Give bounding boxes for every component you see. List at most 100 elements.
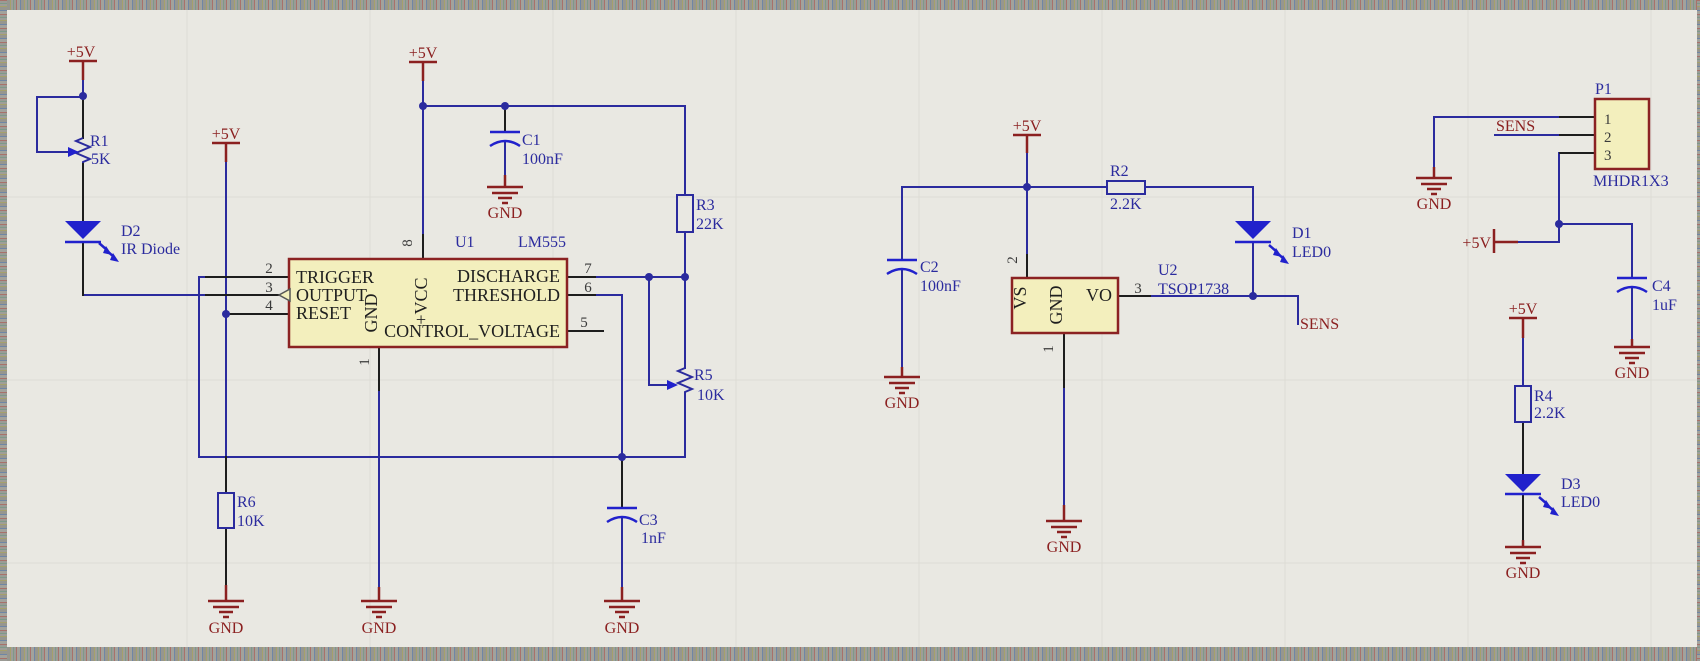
- d3-value: LED0: [1561, 494, 1600, 511]
- r6-resistor[interactable]: R6 10K: [217, 492, 265, 530]
- d3-designator: D3: [1561, 476, 1581, 493]
- power-port-5v[interactable]: +5V: [1509, 301, 1538, 338]
- d1-designator: D1: [1292, 225, 1312, 242]
- gnd-symbol[interactable]: GND: [208, 585, 244, 637]
- r1-designator: R1: [90, 133, 109, 150]
- ground-icon: [1614, 339, 1650, 365]
- u1-pin-name-vcc: +VCC: [411, 277, 431, 324]
- wire[interactable]: [901, 186, 1254, 222]
- d2-designator: D2: [121, 223, 141, 240]
- u1-pin-number: 2: [265, 261, 273, 277]
- u2-pin-number: 3: [1134, 281, 1142, 297]
- d1-led[interactable]: D1 LED0: [1235, 221, 1331, 264]
- power-label: +5V: [1462, 235, 1491, 252]
- ground-icon: [1416, 167, 1452, 196]
- c3-capacitor[interactable]: C3 1nF: [606, 506, 666, 547]
- c4-designator: C4: [1652, 278, 1671, 295]
- power-bar-icon: [1492, 229, 1518, 253]
- u1-pin-number: 8: [400, 239, 416, 247]
- wire[interactable]: [1149, 243, 1299, 325]
- r5-potentiometer[interactable]: R5 10K: [667, 367, 725, 404]
- u1-lm555[interactable]: TRIGGER OUTPUT RESET GND +VCC DISCHARGE …: [265, 234, 592, 366]
- d3-arrowhead: [1550, 507, 1559, 516]
- d1-arrowhead: [1273, 248, 1282, 257]
- d3-led[interactable]: D3 LED0: [1505, 474, 1600, 516]
- r3-resistor[interactable]: R3 22K: [676, 194, 724, 233]
- gnd-label: GND: [1417, 196, 1452, 213]
- c1-plates-icon: [489, 130, 521, 148]
- power-bar-icon: [69, 59, 97, 80]
- power-port-5v[interactable]: +5V: [212, 126, 241, 162]
- net-label-sens[interactable]: SENS: [1496, 118, 1535, 135]
- d1-diode-icon: [1235, 221, 1271, 239]
- gnd-symbol[interactable]: GND: [604, 587, 640, 637]
- p1-designator: P1: [1595, 81, 1612, 98]
- gnd-symbol[interactable]: GND: [361, 587, 397, 637]
- r1-potentiometer[interactable]: R1 5K: [68, 133, 111, 168]
- c4-capacitor[interactable]: C4 1uF: [1616, 276, 1677, 314]
- u1-part: LM555: [518, 234, 566, 251]
- gnd-symbol[interactable]: GND: [884, 367, 920, 412]
- c2-value: 100nF: [920, 278, 961, 295]
- r5-zigzag-icon: [675, 367, 695, 398]
- r5-wiper-arrow-icon: [667, 380, 678, 390]
- net-label-sens[interactable]: SENS: [1300, 316, 1339, 333]
- u2-tsop1738[interactable]: VS GND VO 2 1 3 U2 TSOP1738: [1005, 256, 1229, 353]
- d2-ir-diode[interactable]: D2 IR Diode: [65, 221, 180, 262]
- c1-capacitor[interactable]: C1 100nF: [489, 130, 563, 168]
- gnd-symbol[interactable]: GND: [1505, 540, 1541, 582]
- gnd-symbol[interactable]: GND: [1416, 167, 1452, 213]
- gnd-symbol[interactable]: GND: [1614, 339, 1650, 382]
- gnd-label: GND: [209, 620, 244, 637]
- r6-value: 10K: [237, 513, 265, 530]
- r2-body: [1106, 180, 1146, 195]
- ground-icon: [1046, 505, 1082, 539]
- u1-output-pin-decoration: [277, 287, 291, 303]
- c2-capacitor[interactable]: C2 100nF: [886, 258, 961, 295]
- wire[interactable]: [1433, 116, 1561, 168]
- d2-diode-icon: [65, 221, 101, 239]
- wire[interactable]: [198, 276, 207, 458]
- p1-pin-number: 2: [1604, 130, 1612, 146]
- r5-value: 10K: [697, 387, 725, 404]
- d3-diode-icon: [1505, 474, 1541, 492]
- ground-icon: [1505, 540, 1541, 565]
- r2-value: 2.2K: [1110, 196, 1142, 213]
- r6-designator: R6: [237, 494, 256, 511]
- c2-plates-icon: [886, 258, 918, 276]
- gnd-label: GND: [885, 395, 920, 412]
- power-port-5v[interactable]: +5V: [409, 45, 438, 81]
- power-label: +5V: [212, 126, 241, 143]
- power-port-5v[interactable]: +5V: [67, 44, 97, 80]
- u2-body: [1010, 276, 1120, 335]
- wires: [36, 78, 1633, 588]
- r3-designator: R3: [696, 197, 715, 214]
- gnd-symbol[interactable]: GND: [487, 175, 523, 222]
- r5-designator: R5: [694, 367, 713, 384]
- net-label-text: SENS: [1496, 118, 1535, 135]
- wire[interactable]: [648, 276, 667, 386]
- u1-pin-name-reset: RESET: [296, 303, 351, 323]
- u2-pin-number: 2: [1005, 256, 1021, 264]
- component-leads: [82, 96, 1596, 586]
- u1-pin-name-gnd: GND: [361, 294, 381, 333]
- r2-resistor[interactable]: R2 2.2K: [1106, 163, 1146, 213]
- r4-value: 2.2K: [1534, 405, 1566, 422]
- junction-dot: [419, 102, 427, 110]
- gnd-symbol[interactable]: GND: [1046, 505, 1082, 556]
- c1-value: 100nF: [522, 151, 563, 168]
- p1-connector[interactable]: 1 2 3 P1 MHDR1X3: [1593, 81, 1669, 190]
- u1-pin-number: 7: [584, 261, 592, 277]
- u2-designator: U2: [1158, 262, 1178, 279]
- power-port-5v[interactable]: +5V: [1013, 118, 1042, 153]
- wire[interactable]: [198, 397, 686, 458]
- wire[interactable]: [594, 294, 623, 458]
- power-port-5v[interactable]: +5V: [1462, 229, 1518, 253]
- p1-pin-number: 1: [1604, 112, 1612, 128]
- d2-arrowhead: [110, 253, 119, 262]
- c1-designator: C1: [522, 132, 541, 149]
- d3-arrowhead: [1543, 500, 1552, 509]
- r4-resistor[interactable]: R4 2.2K: [1514, 385, 1566, 423]
- power-label: +5V: [1013, 118, 1042, 135]
